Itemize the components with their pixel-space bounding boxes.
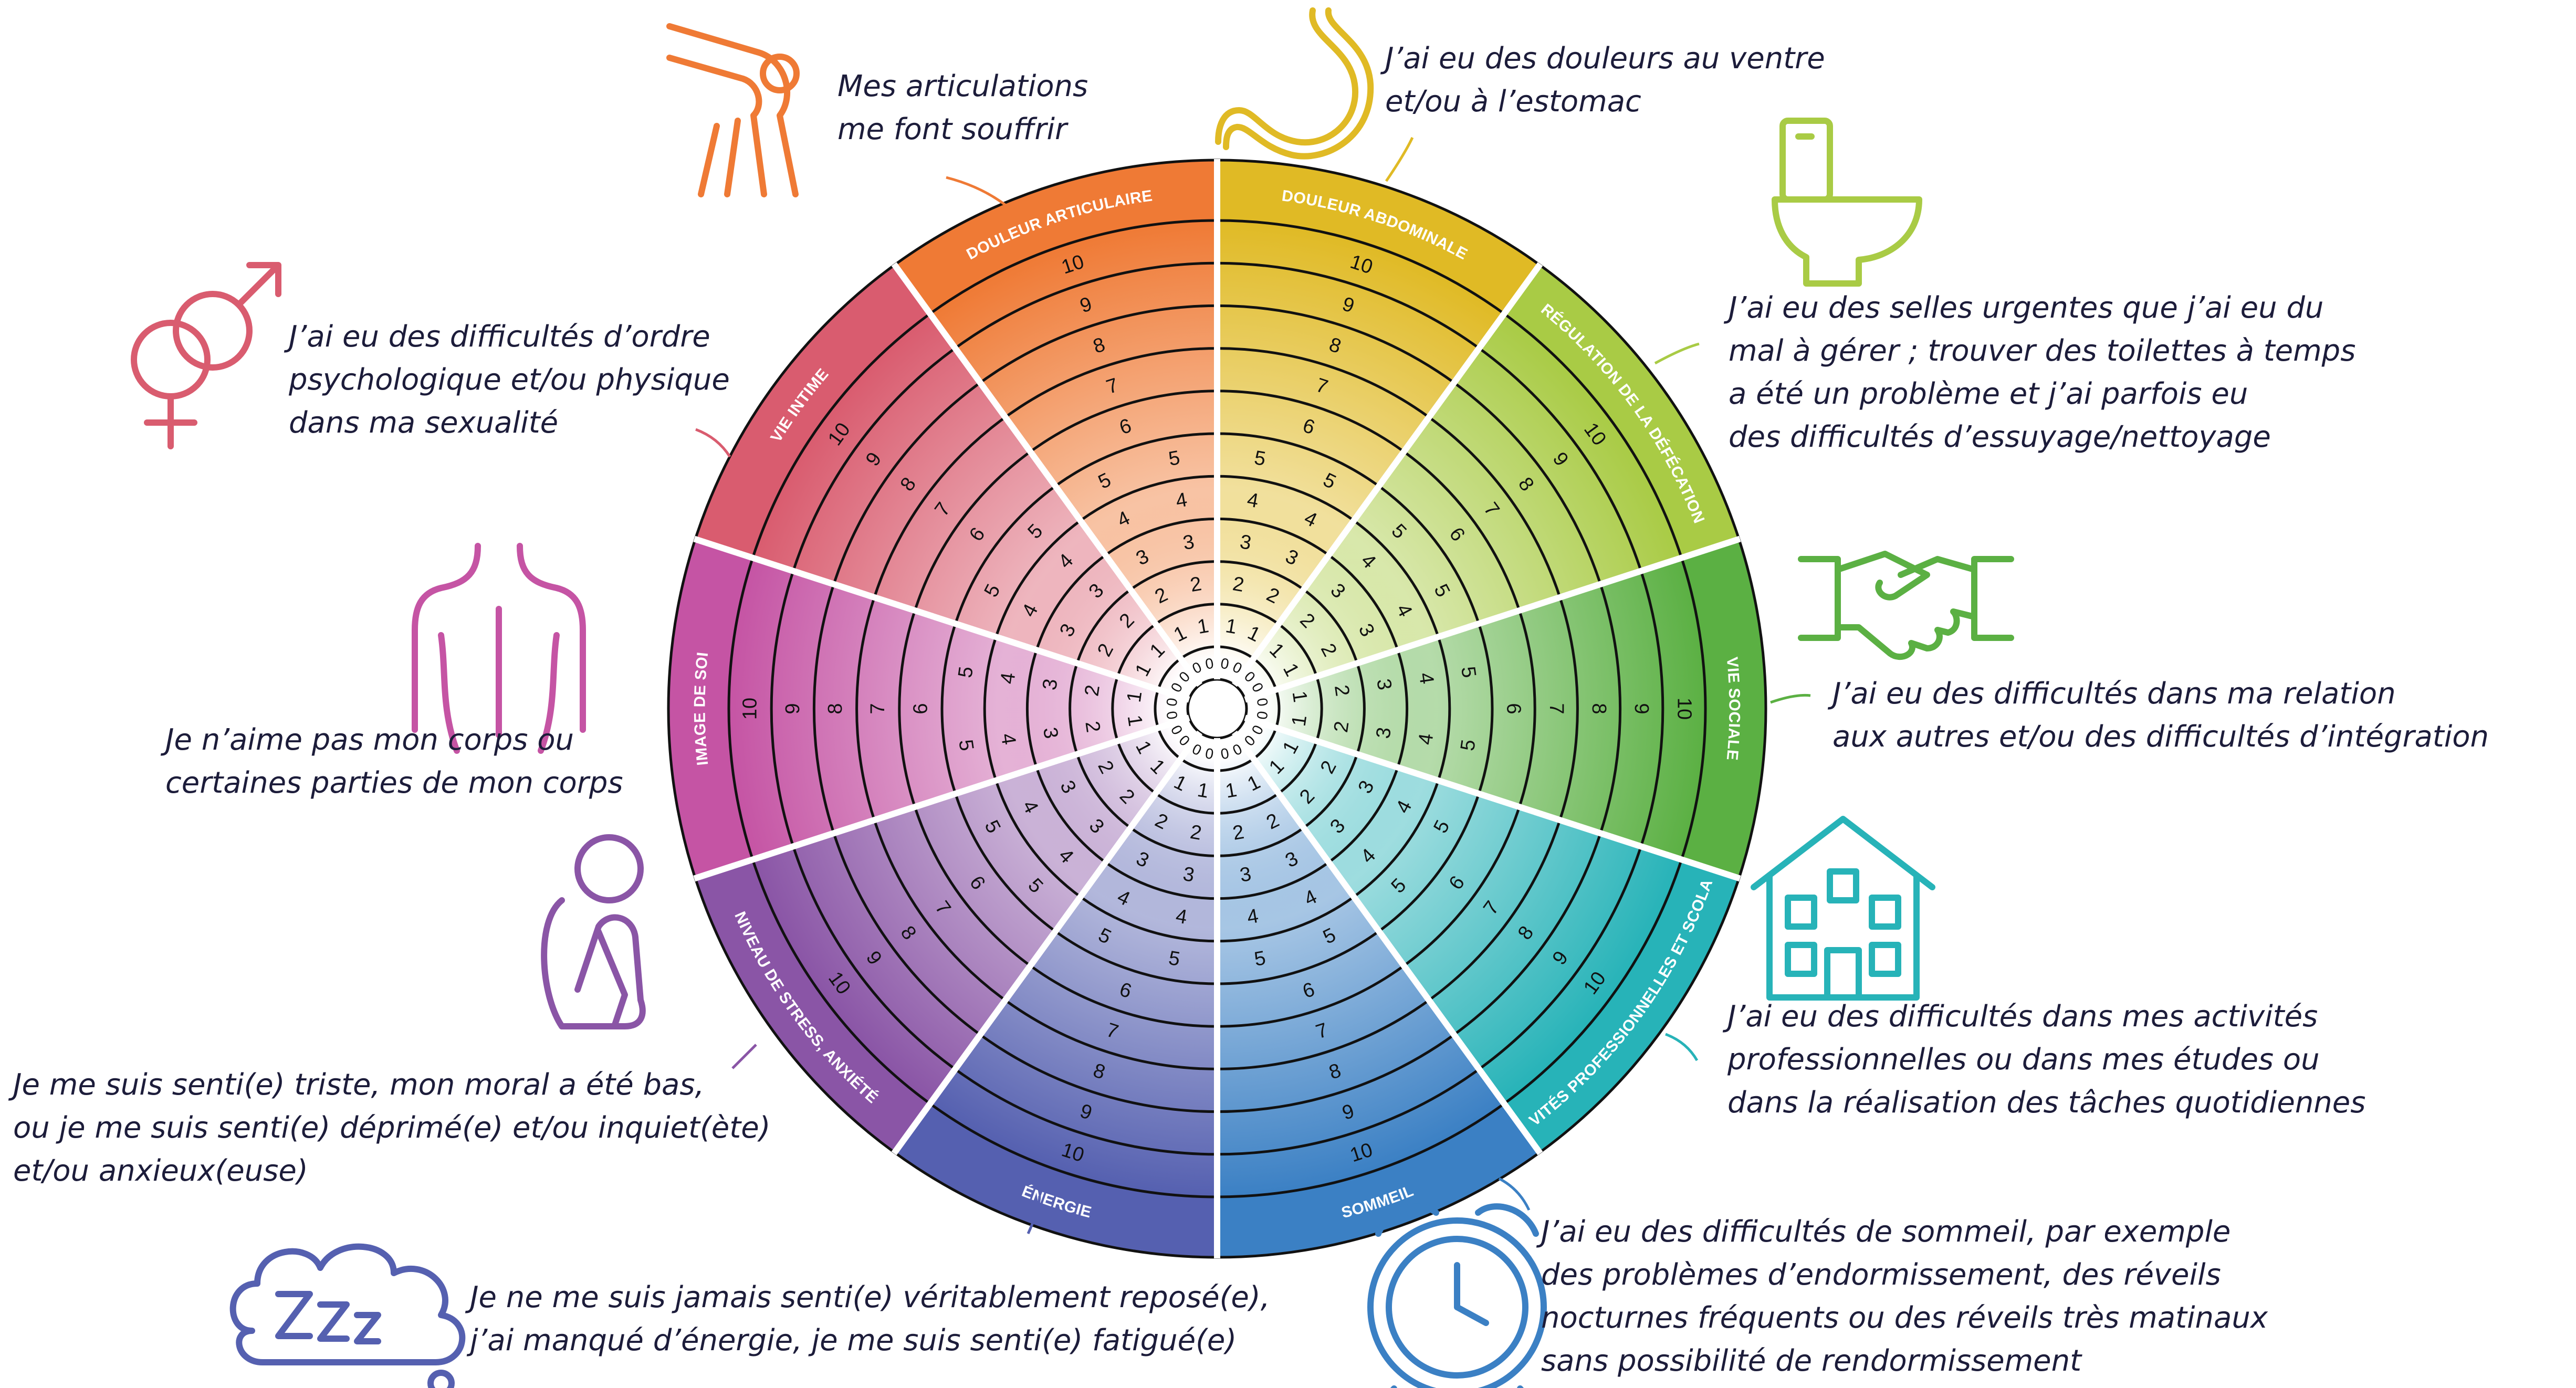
toilet-icon bbox=[1772, 118, 1922, 287]
scale-zero: 0 bbox=[1219, 655, 1230, 672]
segment-band-activites-professionnelles bbox=[1504, 859, 1739, 1153]
segment-douleur-articulaire[interactable] bbox=[930, 220, 1217, 685]
segment-separator bbox=[891, 262, 1202, 687]
caption-vie-sociale: J’ai eu des difficultés dans ma relation… bbox=[1827, 677, 2489, 754]
segment-separator bbox=[1232, 730, 1543, 1155]
connector-vie-intime bbox=[695, 428, 731, 458]
scale-number: 7 bbox=[1545, 703, 1567, 714]
scale-zero: 0 bbox=[1254, 697, 1271, 708]
scale-number: 8 bbox=[1588, 703, 1610, 714]
segment-band-regulation-defecation bbox=[1504, 265, 1739, 558]
segment-vie-intime[interactable] bbox=[752, 313, 1200, 700]
caption-activites-professionnelles: J’ai eu des difficultés dans mes activit… bbox=[1722, 1000, 2365, 1120]
scale-zero: 0 bbox=[1219, 745, 1230, 762]
connector-douleur-articulaire bbox=[946, 176, 1008, 207]
scale-zero: 0 bbox=[1163, 710, 1180, 721]
connector-niveau-stress bbox=[731, 1044, 757, 1069]
caption-regulation-defecation: J’ai eu des selles urgentes que j’ai eu … bbox=[1723, 291, 2355, 454]
segment-band-vie-sociale bbox=[1681, 539, 1766, 878]
scale-number: 6 bbox=[1503, 703, 1525, 714]
segment-image-de-soi[interactable] bbox=[729, 558, 1189, 860]
scale-zero: 0 bbox=[1254, 710, 1271, 721]
scale-number: 9 bbox=[1630, 703, 1652, 714]
alarm-clock-icon bbox=[1367, 1203, 1547, 1388]
segment-band-sommeil bbox=[1217, 1103, 1540, 1257]
segment-sommeil[interactable] bbox=[1217, 732, 1504, 1197]
connector-sommeil bbox=[1498, 1177, 1531, 1211]
connector-regulation-defecation bbox=[1654, 342, 1700, 365]
icons-layer bbox=[131, 7, 2014, 1388]
scale-number: 8 bbox=[824, 703, 846, 714]
segment-separator bbox=[1244, 714, 1741, 882]
caption-niveau-stress: Je me suis senti(e) triste, mon moral a … bbox=[8, 1068, 771, 1188]
scale-zero: 0 bbox=[1204, 655, 1215, 672]
scale-number: 6 bbox=[909, 703, 931, 714]
segment-band-vie-intime bbox=[695, 265, 930, 558]
segment-regulation-defecation[interactable] bbox=[1234, 313, 1682, 700]
segment-label-image-de-soi: IMAGE DE SOI bbox=[691, 651, 711, 766]
gender-symbols-icon bbox=[131, 262, 281, 449]
scale-number: 10 bbox=[1673, 698, 1695, 720]
scale-zero: 0 bbox=[1204, 745, 1215, 762]
segment-separator bbox=[693, 714, 1190, 882]
connector-energie bbox=[1027, 1195, 1041, 1235]
segment-band-douleur-articulaire bbox=[894, 160, 1217, 314]
segment-separator bbox=[1232, 262, 1543, 687]
segment-activites-professionnelles[interactable] bbox=[1234, 718, 1682, 1104]
handshake-icon bbox=[1798, 551, 2014, 660]
connector-douleur-abdominale bbox=[1385, 136, 1414, 182]
scale-number: 7 bbox=[867, 703, 889, 714]
segment-band-douleur-abdominale bbox=[1217, 160, 1540, 314]
segment-energie[interactable] bbox=[930, 732, 1217, 1197]
scale-number: 10 bbox=[739, 698, 761, 720]
knee-joint-icon bbox=[666, 23, 800, 197]
scale-zero: 0 bbox=[1163, 697, 1180, 708]
sad-person-icon bbox=[541, 834, 646, 1029]
segment-separator bbox=[1244, 535, 1741, 703]
caption-sommeil: J’ai eu des difficultés de sommeil, par … bbox=[1536, 1215, 2268, 1378]
segment-niveau-stress[interactable] bbox=[752, 718, 1200, 1104]
segment-band-niveau-stress bbox=[695, 859, 930, 1153]
segment-douleur-abdominale[interactable] bbox=[1217, 220, 1504, 685]
center-circle bbox=[1186, 678, 1248, 740]
scale-number: 9 bbox=[782, 703, 804, 714]
connector-activites-professionnelles bbox=[1665, 1033, 1699, 1061]
segment-label-vie-sociale: VIE SOCIALE bbox=[1723, 656, 1743, 761]
segment-band-image-de-soi bbox=[668, 539, 753, 878]
sleep-cloud-icon bbox=[229, 1243, 466, 1388]
connector-vie-sociale bbox=[1770, 693, 1811, 704]
segment-band-energie bbox=[894, 1103, 1217, 1257]
caption-energie: Je ne me suis jamais senti(e) véritablem… bbox=[465, 1280, 1270, 1358]
segment-separator bbox=[693, 535, 1190, 703]
body-back-icon bbox=[412, 543, 586, 754]
house-icon bbox=[1751, 816, 1935, 1001]
segment-vie-sociale[interactable] bbox=[1245, 558, 1706, 860]
segment-separator bbox=[891, 730, 1202, 1155]
stomach-icon bbox=[1215, 7, 1374, 160]
